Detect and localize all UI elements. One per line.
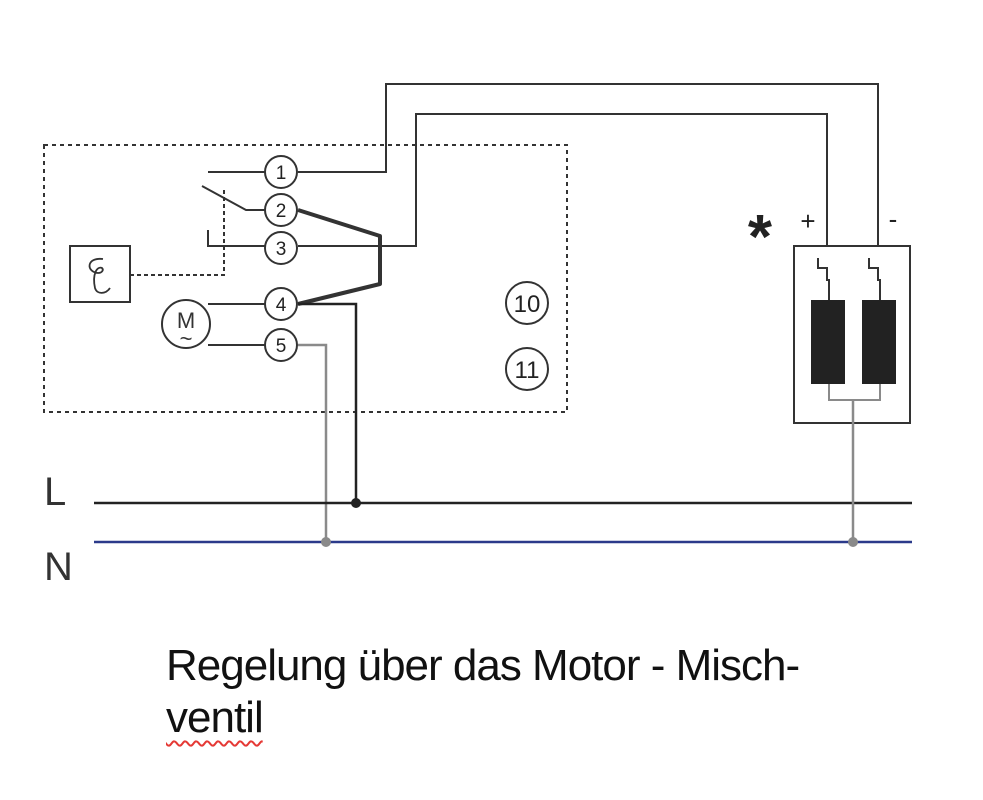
terminal-3: 3 xyxy=(264,231,298,265)
wire-4-to-live xyxy=(298,302,358,503)
motor-tilde: ~ xyxy=(180,326,193,351)
mixing-valve-actuator xyxy=(793,245,911,542)
motor-symbol: M ~ xyxy=(161,299,211,351)
contact-wire-3 xyxy=(207,230,265,247)
bridge-2-4 xyxy=(297,208,382,306)
terminal-1: 1 xyxy=(264,155,298,189)
neutral-label: N xyxy=(44,545,73,589)
caption-word-ventil: ventil xyxy=(166,693,264,742)
wire-3-to-valve-plus xyxy=(298,113,828,258)
terminal-10: 10 xyxy=(505,281,549,325)
coil-left xyxy=(811,300,845,384)
terminal-2: 2 xyxy=(264,193,298,227)
wire-5-to-neutral xyxy=(298,343,328,542)
caption-line-1: Regelung über das Motor - Misch- xyxy=(166,641,800,690)
svg-text:5: 5 xyxy=(276,336,287,357)
caption-line-2: ventil xyxy=(166,692,926,744)
svg-text:11: 11 xyxy=(515,357,540,384)
terminal-4: 4 xyxy=(264,287,298,321)
svg-text:2: 2 xyxy=(276,201,287,222)
junction-neutral-1 xyxy=(321,537,331,547)
contact-switch xyxy=(201,185,265,211)
svg-text:4: 4 xyxy=(276,295,287,316)
svg-text:3: 3 xyxy=(276,239,287,260)
junction-live xyxy=(351,498,361,508)
diagram-caption: Regelung über das Motor - Misch- ventil xyxy=(166,640,926,744)
valve-minus-label: - xyxy=(889,204,898,234)
thermostat-linkage xyxy=(130,190,225,276)
svg-text:10: 10 xyxy=(514,291,541,318)
controller-enclosure xyxy=(43,144,568,413)
wire-1-to-valve-minus xyxy=(298,83,879,258)
thermostat-symbol-icon xyxy=(69,245,131,303)
coil-right xyxy=(862,300,896,384)
valve-plus-label: + xyxy=(800,206,815,236)
svg-text:1: 1 xyxy=(276,163,287,184)
motor-label: M xyxy=(177,308,195,333)
terminal-5: 5 xyxy=(264,328,298,362)
valve-asterisk: * xyxy=(748,203,773,272)
terminal-11: 11 xyxy=(505,347,549,391)
live-label: L xyxy=(44,470,66,514)
